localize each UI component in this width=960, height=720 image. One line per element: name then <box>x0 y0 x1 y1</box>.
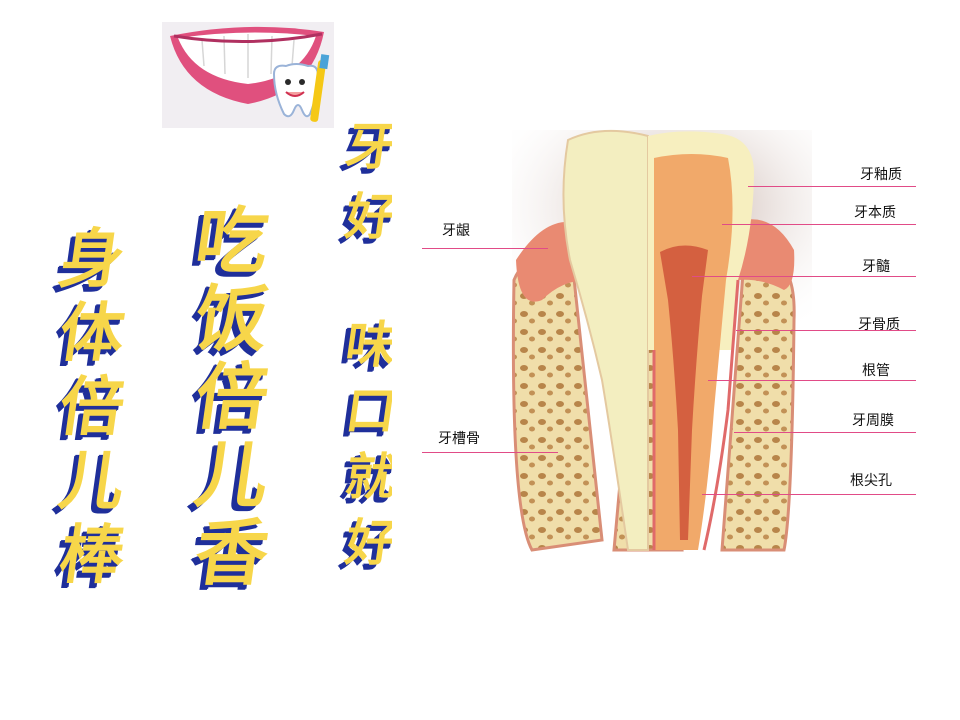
slogan-char: 倍 <box>54 370 130 445</box>
slogan-char: 香 <box>190 510 275 595</box>
leader-line <box>722 224 916 225</box>
tooth-anatomy-diagram: 牙釉质 牙本质 牙髓 牙骨质 根管 牙周膜 根尖孔 牙龈 牙槽骨 <box>392 110 960 570</box>
label-root-canal: 根管 <box>862 363 890 379</box>
tooth-mascot-icon <box>272 63 320 118</box>
slogan-eat-well: 吃 饭 倍 儿 香 <box>190 198 274 595</box>
leader-line <box>422 248 548 249</box>
label-apical-foramen: 根尖孔 <box>850 473 892 489</box>
slogan-char: 口 <box>341 381 401 440</box>
label-periodontal-membrane: 牙周膜 <box>852 413 894 429</box>
slogan-char: 儿 <box>54 444 130 519</box>
slogan-char: 儿 <box>190 432 275 517</box>
leader-line <box>692 276 916 277</box>
leader-line <box>736 330 916 331</box>
slogan-char: 就 <box>341 447 401 506</box>
slogan-char: 体 <box>54 296 130 371</box>
label-gum: 牙龈 <box>442 223 470 239</box>
slogan-char: 身 <box>54 222 130 297</box>
mouth-logo-image <box>162 22 334 128</box>
toothbrush-icon <box>310 54 330 122</box>
slogan-body-strong: 身 体 倍 儿 棒 <box>55 222 130 593</box>
slogan-char: 吃 <box>190 198 275 283</box>
label-enamel: 牙釉质 <box>860 167 902 183</box>
slogan-good-appetite: 味 口 就 好 <box>342 315 400 572</box>
label-pulp: 牙髓 <box>862 259 890 275</box>
label-dentin: 牙本质 <box>854 205 896 221</box>
slogan-char: 味 <box>341 315 401 374</box>
slogan-good-teeth: 牙 好 <box>342 117 400 246</box>
slogan-char: 好 <box>341 187 401 246</box>
leader-line <box>422 452 558 453</box>
tooth-cross-section-illustration <box>511 129 812 552</box>
slogan-char: 倍 <box>190 354 275 439</box>
leader-line <box>734 432 916 433</box>
leader-line <box>748 186 916 187</box>
label-alveolar-bone: 牙槽骨 <box>438 431 480 447</box>
slogan-char: 饭 <box>190 276 275 361</box>
slogan-char: 牙 <box>341 117 401 176</box>
leader-line <box>702 494 916 495</box>
slogan-char: 好 <box>341 513 401 572</box>
slogan-char: 棒 <box>54 518 130 593</box>
leader-line <box>708 380 916 381</box>
label-cementum: 牙骨质 <box>858 317 900 333</box>
